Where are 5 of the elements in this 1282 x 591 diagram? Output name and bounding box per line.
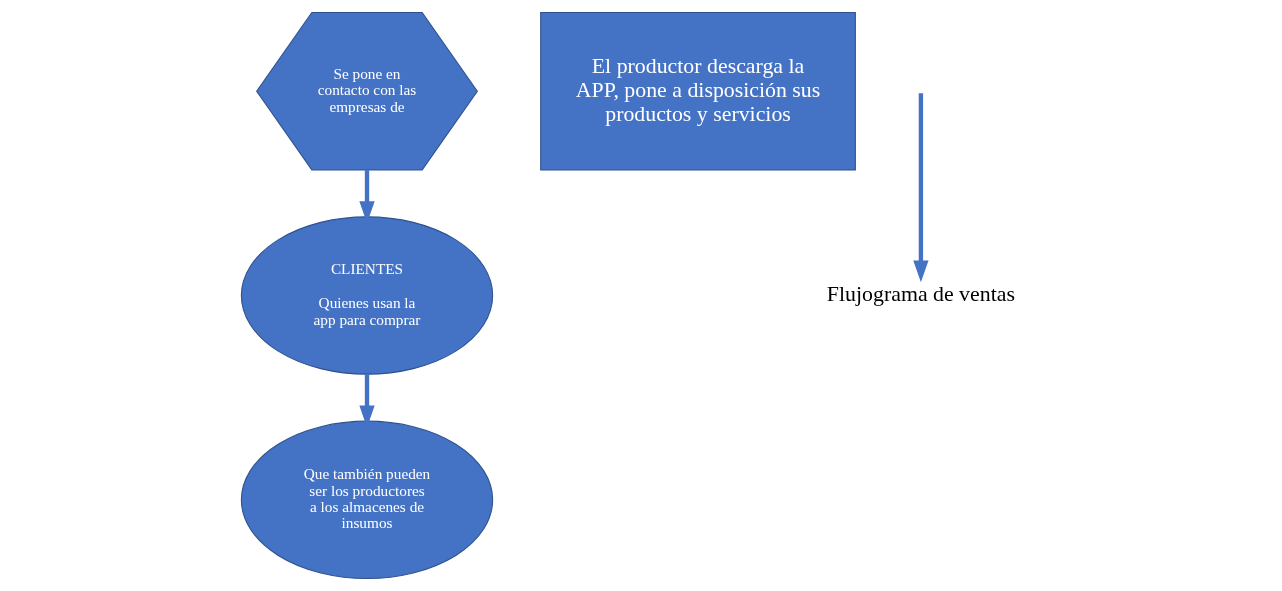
node-text: Flujograma de ventas [826,281,1015,306]
arrow [912,93,929,283]
node-ellipse: Que también pueden ser los productores a los almacenes de insumos [240,420,493,579]
node-ellipse: CLIENTES Quienes usan la app para comprar [240,216,493,375]
node-box: El productor descarga la APP, pone a disposición sus productos y servicios [539,12,856,171]
